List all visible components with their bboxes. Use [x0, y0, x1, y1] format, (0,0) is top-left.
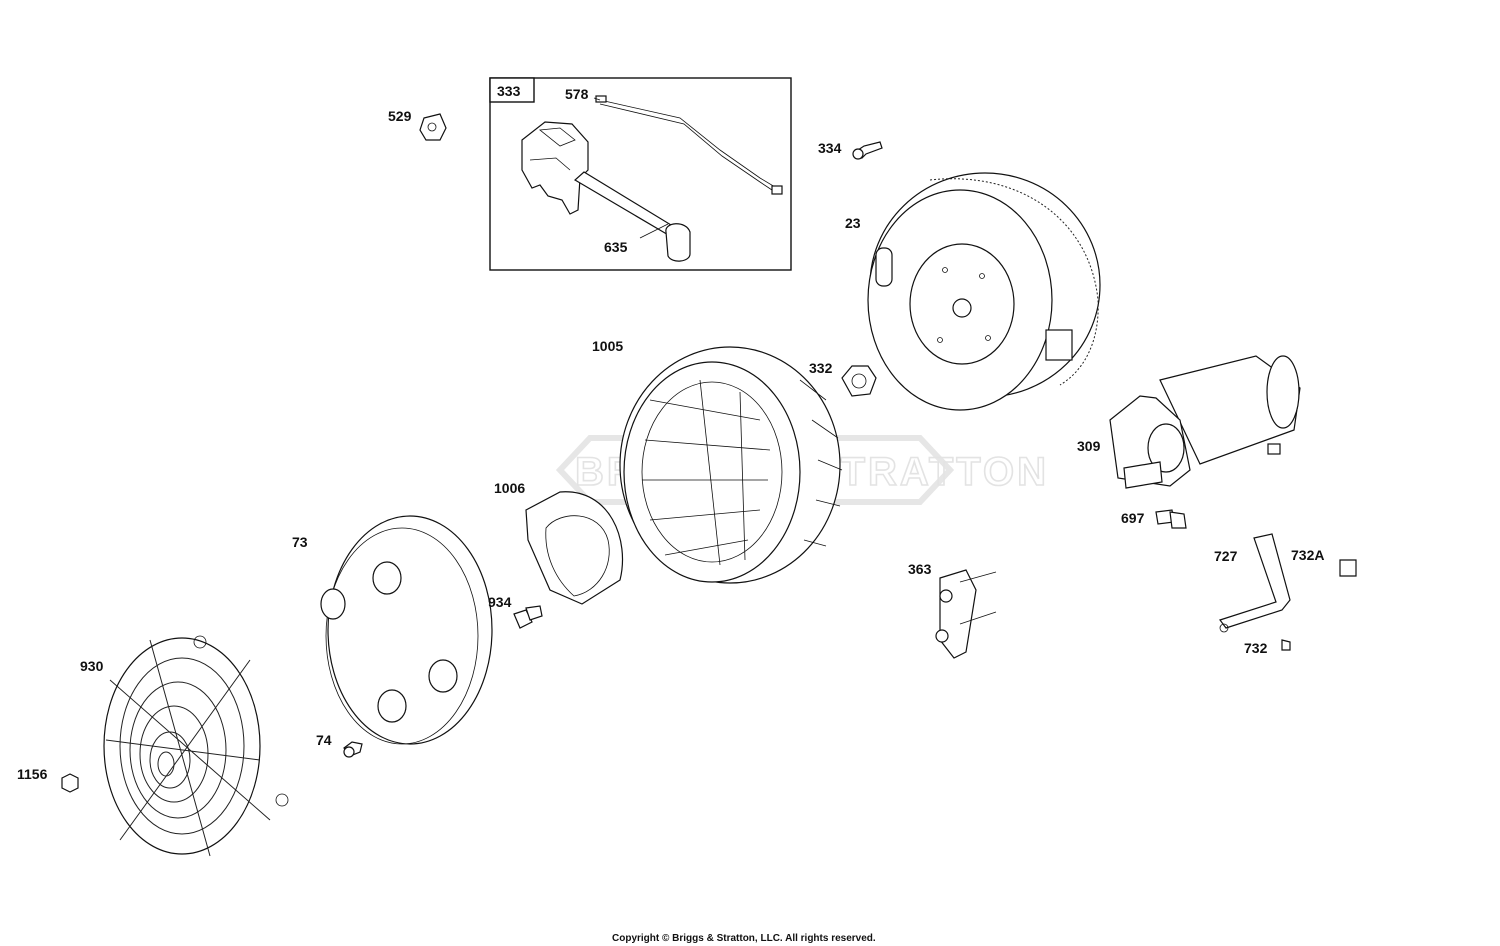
- fan-part-1005[interactable]: [619, 346, 843, 584]
- nut-part-1156[interactable]: [61, 773, 79, 793]
- inset-label-333: 333: [497, 83, 521, 99]
- label-1156: 1156: [17, 766, 48, 782]
- starter-motor-part-309[interactable]: [1109, 355, 1301, 489]
- cover-part-73[interactable]: [320, 515, 493, 745]
- label-334: 334: [818, 140, 842, 156]
- grommet-part-529[interactable]: [419, 113, 447, 141]
- label-332: 332: [809, 360, 833, 376]
- label-363: 363: [908, 561, 932, 577]
- ignition-module-part[interactable]: [521, 121, 691, 262]
- label-697: 697: [1121, 510, 1145, 526]
- label-1005: 1005: [592, 338, 623, 354]
- label-727: 727: [1214, 548, 1238, 564]
- label-1006: 1006: [494, 480, 525, 496]
- inset-box-333: 333: [489, 77, 792, 271]
- label-74: 74: [316, 732, 332, 748]
- bracket-part-727[interactable]: [1219, 533, 1291, 633]
- label-732a: 732A: [1291, 547, 1324, 563]
- bracket-part-363[interactable]: [935, 569, 997, 659]
- label-529: 529: [388, 108, 412, 124]
- label-635: 635: [604, 239, 628, 255]
- label-23: 23: [845, 215, 861, 231]
- label-732: 732: [1244, 640, 1268, 656]
- label-309: 309: [1077, 438, 1101, 454]
- label-73: 73: [292, 534, 308, 550]
- nut-part-332[interactable]: [841, 365, 877, 397]
- label-934: 934: [488, 594, 512, 610]
- flywheel-part-23[interactable]: [867, 172, 1101, 411]
- wire-part-578[interactable]: [595, 95, 783, 195]
- shield-plate-part-1006[interactable]: [525, 491, 624, 605]
- screw-part-334[interactable]: [852, 141, 883, 160]
- screw-part-74[interactable]: [343, 741, 363, 758]
- label-930: 930: [80, 658, 104, 674]
- label-578: 578: [565, 86, 589, 102]
- screw-part-732[interactable]: [1281, 639, 1291, 651]
- copyright-notice: Copyright © Briggs & Stratton, LLC. All …: [612, 933, 876, 944]
- screw-part-732a[interactable]: [1339, 559, 1357, 577]
- bolt-part-697[interactable]: [1155, 509, 1187, 529]
- bolt-part-934[interactable]: [513, 605, 543, 629]
- grille-guard-part-930[interactable]: [103, 635, 289, 857]
